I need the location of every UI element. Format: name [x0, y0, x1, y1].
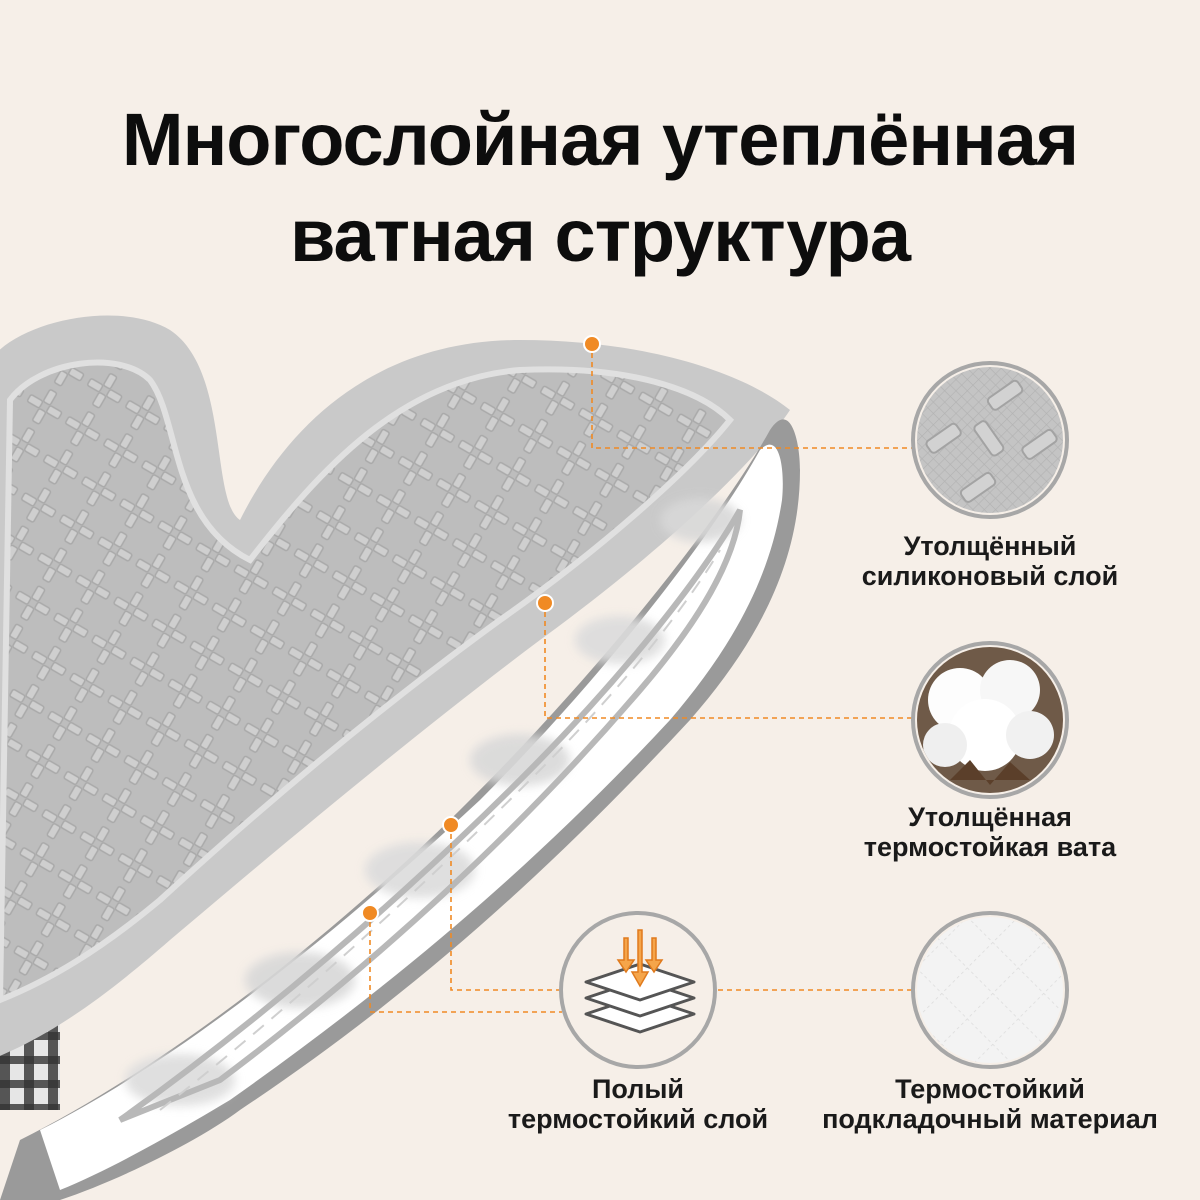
feature-label-hollow: Полый термостойкий слой — [507, 1074, 769, 1134]
cotton-layer — [40, 444, 783, 1190]
callout-dots — [361, 335, 601, 922]
layers-heat-icon — [559, 911, 717, 1069]
silicone-texture-icon — [911, 361, 1069, 519]
page-title: Многослойная утеплённая ватная структура — [0, 92, 1200, 284]
lining-dashes — [159, 549, 721, 1111]
glove-silicone-texture — [0, 359, 735, 1004]
cotton-boll-icon — [911, 641, 1069, 799]
feature-label-lining: Термостойкий подкладочный материал — [822, 1074, 1158, 1134]
callout-lines — [369, 344, 915, 1013]
title-line-1: Многослойная утеплённая — [121, 98, 1079, 181]
quilted-fabric-icon — [911, 911, 1069, 1069]
feature-label-silicone: Утолщённый силиконовый слой — [861, 531, 1119, 591]
feature-label-cotton: Утолщённая термостойкая вата — [863, 802, 1117, 862]
title-line-2: ватная структура — [290, 194, 911, 277]
